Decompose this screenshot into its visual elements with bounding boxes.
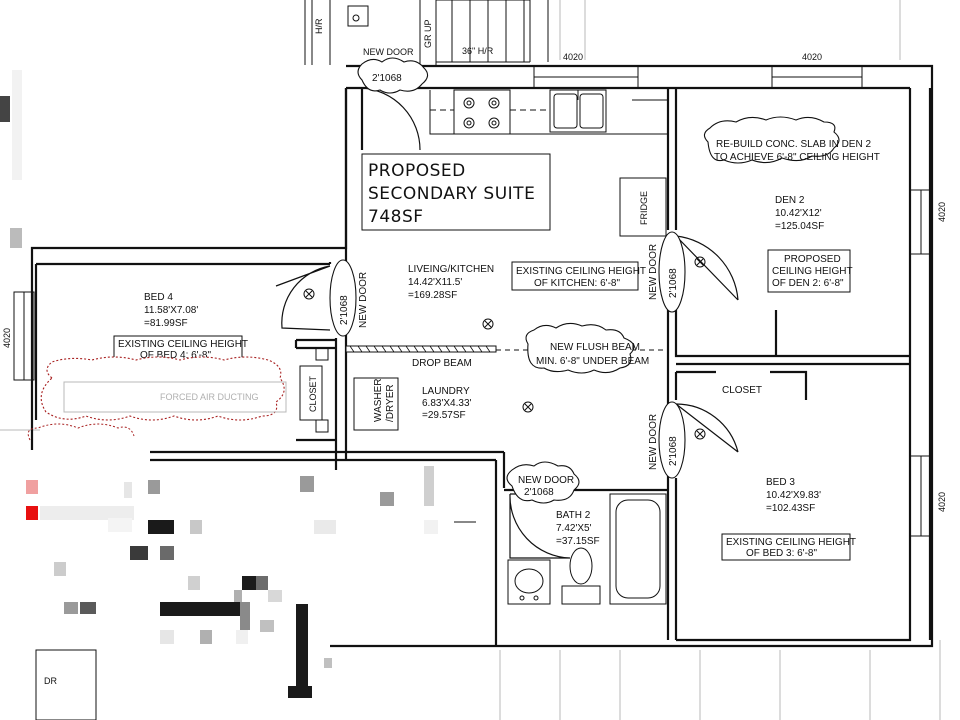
kitchen-ceiling-line2: OF KITCHEN: 6'-8" bbox=[534, 278, 620, 289]
bed4-door-new: NEW DOOR bbox=[358, 272, 369, 328]
laundry-name: LAUNDRY bbox=[422, 386, 470, 397]
flush-beam-cloud bbox=[525, 322, 635, 374]
bottom-fragment-label: DR bbox=[44, 676, 57, 686]
washer-line2: /DRYER bbox=[385, 384, 396, 422]
duct-cloud bbox=[40, 356, 285, 421]
bed3-closet-label: CLOSET bbox=[722, 385, 762, 396]
left-window-label: 4020 bbox=[2, 328, 12, 348]
room-bath2: NEW DOOR 2'1068 BATH 2 7.42'X5' =37.15SF bbox=[506, 461, 667, 605]
bath2-name: BATH 2 bbox=[556, 510, 591, 521]
bathtub-icon bbox=[609, 493, 667, 605]
bed3-ceiling-line2: OF BED 3: 6'-8" bbox=[746, 548, 817, 559]
den2-ceiling-line3: OF DEN 2: 6'-8" bbox=[772, 278, 844, 289]
room-den2: RE-BUILD CONC. SLAB IN DEN 2 TO ACHIEVE … bbox=[648, 116, 947, 313]
exterior-walls bbox=[13, 64, 934, 648]
bed3-dims: 10.42'X9.83' bbox=[766, 490, 821, 501]
interior-walls bbox=[150, 88, 910, 646]
fridge-box bbox=[619, 177, 667, 237]
bed4-dims: 11.58'X7.08' bbox=[144, 305, 198, 316]
suite-title-line1: PROPOSED bbox=[368, 161, 466, 181]
bed4-ceiling-line1: EXISTING CEILING HEIGHT bbox=[118, 339, 248, 350]
bath2-door-size: 2'1068 bbox=[524, 487, 554, 498]
top-entry-door: 2'1068 bbox=[357, 57, 429, 151]
den2-door-new: NEW DOOR bbox=[648, 244, 659, 300]
vanity-icon bbox=[507, 559, 551, 605]
kitchen-area: =169.28SF bbox=[408, 290, 457, 301]
beams: DROP BEAM NEW FLUSH BEAM MIN. 6'-8" UNDE… bbox=[412, 322, 668, 374]
bed4-name: BED 4 bbox=[144, 292, 173, 303]
fridge-label: FRIDGE bbox=[639, 191, 649, 225]
stove-icon bbox=[453, 89, 511, 135]
bed4-ceiling-line2: OF BED 4: 6'-8" bbox=[140, 350, 211, 361]
den2-note-line1: RE-BUILD CONC. SLAB IN DEN 2 bbox=[716, 139, 871, 150]
toilet-icon bbox=[561, 585, 601, 605]
washer-line1: WASHER bbox=[373, 378, 384, 422]
bed3-door-cloud bbox=[658, 401, 686, 479]
duct-label: FORCED AIR DUCTING bbox=[160, 392, 259, 402]
bath2-door-cloud bbox=[506, 461, 580, 504]
kitchen-name: LIVEING/KITCHEN bbox=[408, 264, 494, 275]
top-window-label-1: 4020 bbox=[563, 52, 583, 62]
den2-name: DEN 2 bbox=[775, 195, 805, 206]
den2-door-size: 2'1068 bbox=[668, 268, 679, 298]
top-window-label-2: 4020 bbox=[802, 52, 822, 62]
room-kitchen: LIVEING/KITCHEN 14.42'X11.5' =169.28SF E… bbox=[408, 261, 646, 330]
suite-title-box: PROPOSED SECONDARY SUITE 748SF bbox=[361, 153, 551, 231]
room-bed3: CLOSET 2'1068 NEW DOOR BED 3 10.42'X9.83… bbox=[648, 385, 947, 561]
den2-note-cloud bbox=[703, 116, 840, 164]
drop-beam-label: DROP BEAM bbox=[412, 358, 472, 369]
stair-note: 36" H/R bbox=[462, 46, 494, 56]
flush-beam-line1: NEW FLUSH BEAM bbox=[550, 342, 640, 353]
bed4-area: =81.99SF bbox=[144, 318, 188, 329]
bed3-ceiling-line1: EXISTING CEILING HEIGHT bbox=[726, 537, 856, 548]
right-window-label-1: 4020 bbox=[937, 202, 947, 222]
hr-label: H/R bbox=[314, 18, 324, 34]
suite-title-line3: 748SF bbox=[368, 207, 424, 227]
top-new-door-label: NEW DOOR bbox=[363, 47, 414, 57]
bed3-area: =102.43SF bbox=[766, 503, 815, 514]
bed3-door-size: 2'1068 bbox=[668, 436, 679, 466]
room-bed4: BED 4 11.58'X7.08' =81.99SF EXISTING CEI… bbox=[2, 259, 369, 441]
den2-area: =125.04SF bbox=[775, 221, 824, 232]
den2-note-line2: TO ACHIEVE 6'-8" CEILING HEIGHT bbox=[714, 152, 880, 163]
kitchen-fixtures: FRIDGE bbox=[429, 89, 668, 237]
flush-beam-line2: MIN. 6'-8" UNDER BEAM bbox=[536, 356, 649, 367]
bath2-door-new: NEW DOOR bbox=[518, 475, 574, 486]
den2-dims: 10.42'X12' bbox=[775, 208, 822, 219]
den2-ceiling-line2: CEILING HEIGHT bbox=[772, 266, 853, 277]
bed3-name: BED 3 bbox=[766, 477, 795, 488]
bed3-door-new: NEW DOOR bbox=[648, 414, 659, 470]
top-door-cloud bbox=[357, 57, 429, 94]
suite-title-line2: SECONDARY SUITE bbox=[368, 184, 535, 204]
right-window-label-2: 4020 bbox=[937, 492, 947, 512]
top-door-size: 2'1068 bbox=[372, 73, 402, 84]
den2-ceiling-line1: PROPOSED bbox=[784, 254, 841, 265]
laundry-area: =29.57SF bbox=[422, 410, 466, 421]
laundry-dims: 6.83'X4.33' bbox=[422, 398, 472, 409]
bath2-area: =37.15SF bbox=[556, 536, 600, 547]
stair-area: H/R GR UP 36" H/R NEW DOOR 4020 4020 bbox=[304, 0, 822, 65]
gr-up-label: GR UP bbox=[423, 19, 433, 48]
room-laundry: WASHER /DRYER LAUNDRY 6.83'X4.33' =29.57… bbox=[353, 377, 534, 431]
bed4-door-size: 2'1068 bbox=[339, 295, 350, 325]
bed4-door-cloud bbox=[329, 259, 357, 337]
den2-door-cloud bbox=[658, 231, 686, 313]
bath2-dims: 7.42'X5' bbox=[556, 523, 592, 534]
kitchen-ceiling-line1: EXISTING CEILING HEIGHT bbox=[516, 266, 646, 277]
pixelated-region: DR bbox=[0, 70, 476, 720]
kitchen-dims: 14.42'X11.5' bbox=[408, 277, 462, 288]
bed4-closet-label: CLOSET bbox=[308, 375, 318, 412]
